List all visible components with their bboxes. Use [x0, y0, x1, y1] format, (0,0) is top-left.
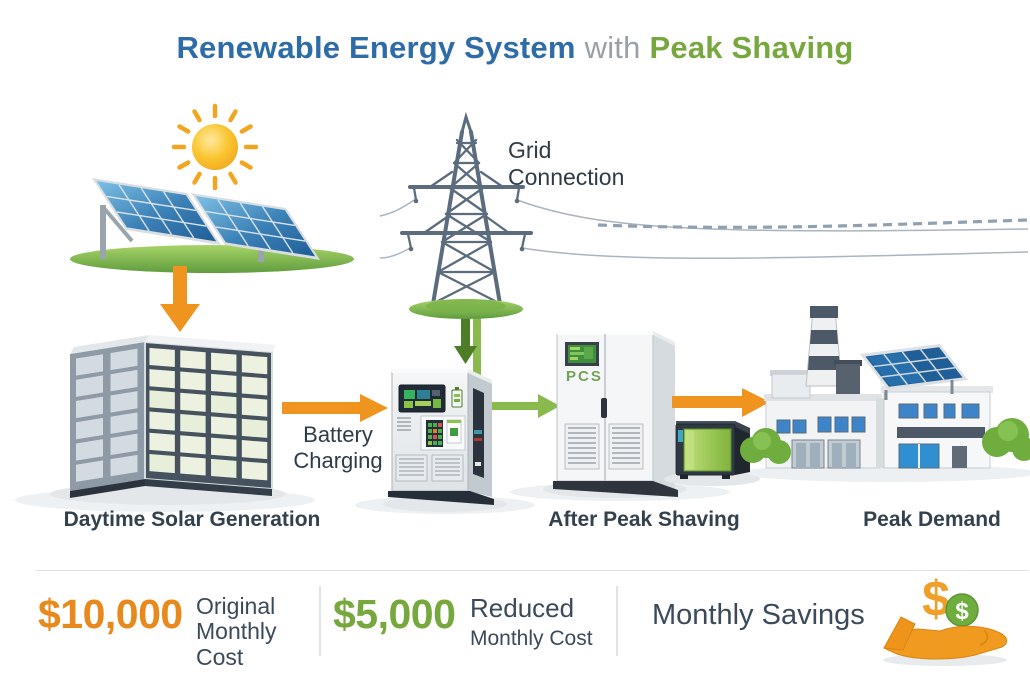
- grid-connection-label: Grid Connection: [508, 137, 625, 190]
- coin-dollar-icon: $: [955, 598, 969, 625]
- sun-icon: [171, 103, 259, 191]
- bush-icon: [982, 418, 1030, 461]
- monthly-savings-label: Monthly Savings: [652, 599, 865, 631]
- pcs-cabinet-icon: [543, 331, 687, 498]
- dollar-icon: $: [922, 571, 950, 627]
- stage-label-daytime-solar: Daytime Solar Generation: [63, 508, 321, 531]
- transmission-tower-icon: [400, 111, 533, 319]
- arrow-pcs-to-factory-icon: [672, 388, 770, 417]
- reduced-cost-amount: $5,000: [333, 591, 456, 637]
- reduced-cost-label-rest: Monthly Cost: [470, 626, 593, 650]
- stat-divider-2: [616, 586, 618, 656]
- arrow-battery-to-inverter-icon: [282, 394, 388, 422]
- battery-storage-icon: [50, 335, 286, 505]
- original-cost-label: Original Monthly Cost: [196, 593, 277, 670]
- factory-icon: [764, 306, 993, 469]
- reduced-cost-label-emphasis: Reduced: [470, 593, 575, 623]
- stage-label-after-peak-shaving: After Peak Shaving: [548, 508, 740, 531]
- stat-divider-1: [319, 586, 321, 656]
- title-main: Renewable Energy System: [176, 30, 576, 65]
- arrow-solar-to-battery-icon: [160, 266, 200, 332]
- page-title: Renewable Energy System with Peak Shavin…: [0, 30, 1030, 66]
- original-cost-amount: $10,000: [38, 591, 183, 637]
- inverter-icon: [383, 369, 507, 512]
- title-highlight: Peak Shaving: [649, 30, 854, 65]
- battery-charging-label: Battery Charging: [293, 422, 383, 473]
- power-lines: [379, 199, 1029, 260]
- bush-icon: [740, 428, 791, 464]
- pcs-cabinet-label: PCS: [566, 368, 603, 385]
- stats-divider: [36, 570, 1028, 571]
- savings-hand-icon: $ $: [883, 571, 1008, 666]
- battery-container-icon: [664, 421, 760, 486]
- stage-label-peak-demand: Peak Demand: [863, 508, 1001, 531]
- reduced-cost-label: Reduced Monthly Cost: [470, 594, 622, 650]
- solar-panel-icon: [70, 178, 354, 273]
- title-connector: with: [584, 30, 641, 65]
